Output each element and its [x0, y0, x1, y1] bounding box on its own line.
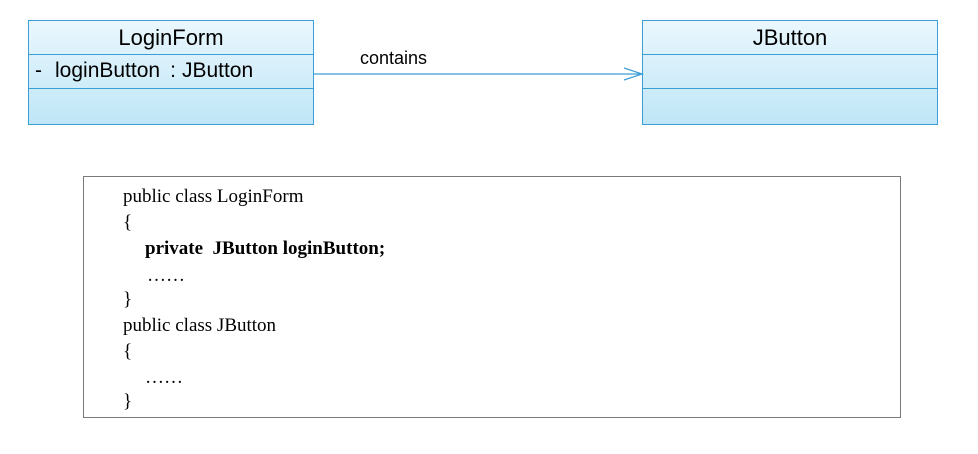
code-line: …… — [145, 367, 183, 388]
code-line: } — [123, 289, 133, 310]
code-line: { — [123, 341, 133, 362]
class-loginform: LoginForm -loginButton:JButton — [28, 20, 314, 125]
code-box: public class LoginForm { private JButton… — [83, 176, 901, 418]
association-label: contains — [360, 48, 428, 68]
code-line: public class LoginForm — [123, 186, 304, 207]
code-line: public class JButton — [123, 315, 277, 336]
attribute-visibility: - — [35, 59, 42, 82]
code-line: private JButton loginButton; — [145, 238, 386, 259]
attribute-name: loginButton — [55, 59, 161, 82]
code-line: { — [123, 212, 133, 233]
attribute-separator: : — [170, 59, 176, 82]
attribute-type: JButton — [181, 59, 254, 82]
class-name: JButton — [643, 21, 937, 55]
code-line: …… — [147, 265, 185, 286]
class-jbutton: JButton — [642, 20, 938, 125]
class-name: LoginForm — [29, 21, 313, 55]
attribute-compartment — [643, 55, 937, 89]
attribute-compartment: -loginButton:JButton — [29, 55, 313, 89]
code-line: } — [123, 391, 133, 412]
arrowhead — [623, 67, 645, 81]
